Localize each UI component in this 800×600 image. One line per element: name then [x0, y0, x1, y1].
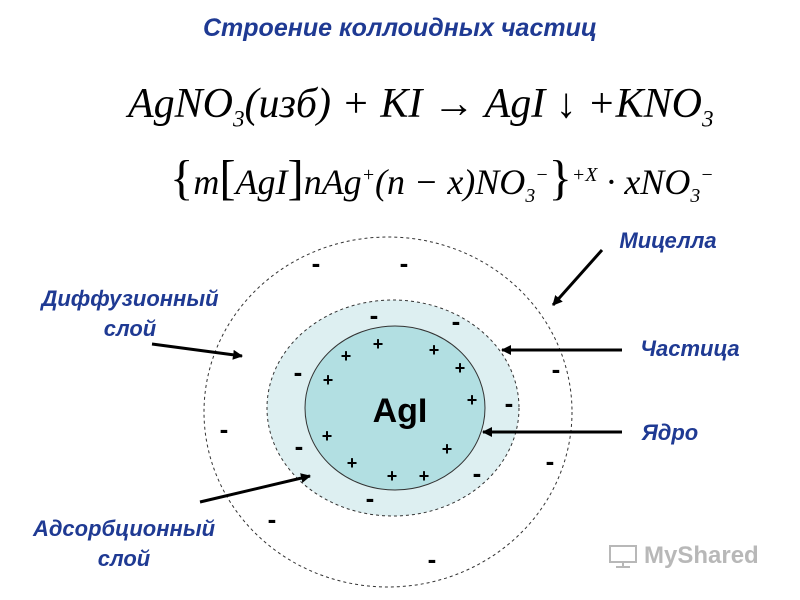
presentation-icon — [609, 545, 637, 568]
slide-title: Строение коллоидных частиц — [203, 14, 597, 42]
diffuse-layer-boundary — [203, 236, 573, 588]
diffuse-minus-ion: - — [312, 248, 321, 278]
eq2-brace-close: } — [548, 151, 572, 205]
ion-layer: +++++++++++-------------- — [220, 248, 561, 574]
adsorption-minus-ion: - — [473, 458, 482, 488]
label-micelle: Мицелла — [619, 228, 717, 253]
core-plus-ion: + — [419, 466, 430, 486]
diffuse-minus-ion: - — [428, 544, 437, 574]
eq1-down-arrow: ↓ — [555, 81, 577, 127]
watermark-logo: MyShared — [608, 542, 759, 570]
diffuse-minus-ion: - — [400, 248, 409, 278]
eq1-left-sub: 3 — [233, 105, 245, 132]
eq2-mid-sup: − — [535, 164, 549, 186]
adsorption-minus-ion: - — [295, 431, 304, 461]
adsorption-minus-ion: - — [294, 357, 303, 387]
eq2-tail: · xNO — [606, 162, 691, 202]
core-plus-ion: + — [322, 426, 333, 446]
eq1-arrow: → — [432, 81, 475, 127]
eq2-n-ag: nAg — [303, 162, 362, 202]
label-particle: Частица — [640, 336, 740, 361]
equation-reaction: AgNO3(изб) + KI → AgI ↓ +KNO3 — [128, 80, 714, 132]
eq2-tail-sup: − — [700, 164, 714, 186]
adsorption-minus-ion: - — [370, 300, 379, 330]
eq2-m: m — [193, 162, 220, 202]
label-adsorb-line2: слой — [97, 546, 151, 571]
eq1-left-tail: (изб) + KI — [244, 81, 423, 127]
eq2-bracket-open: [ — [219, 151, 236, 205]
adsorption-minus-ion: - — [366, 483, 375, 513]
core-plus-ion: + — [467, 390, 478, 410]
eq2-charge-sup: +X — [571, 164, 598, 186]
core-plus-ion: + — [442, 439, 453, 459]
arrow-micelle — [551, 249, 604, 306]
eq1-plus-sub: 3 — [701, 105, 714, 132]
eq2-mid-sub: 3 — [525, 185, 536, 208]
eq1-right: AgI — [484, 81, 546, 127]
label-diffuse-layer: Диффузионный слой — [10, 284, 250, 344]
watermark-text: MyShared — [644, 542, 759, 569]
label-adsorb-line1: Адсорбционный — [32, 516, 216, 541]
label-diffuse-line2: слой — [103, 316, 157, 341]
label-diffuse-line1: Диффузионный — [41, 286, 219, 311]
core-plus-ion: + — [341, 346, 352, 366]
core-plus-ion: + — [387, 466, 398, 486]
eq1-plus: +KNO — [587, 81, 702, 127]
diffuse-minus-ion: - — [268, 504, 277, 534]
eq2-ag-sup: + — [361, 164, 376, 186]
arrow-diffuse — [151, 342, 243, 360]
aggregate-core — [304, 325, 486, 491]
eq2-core: AgI — [235, 162, 288, 202]
label-adsorption-layer: Адсорбционный слой — [4, 514, 244, 574]
diffuse-minus-ion: - — [552, 354, 561, 384]
adsorption-minus-ion: - — [505, 388, 514, 418]
eq1-left: AgNO — [128, 81, 233, 127]
eq2-brace-open: { — [170, 151, 194, 205]
eq2-mid: (n − x)NO — [375, 162, 526, 202]
equation-micelle-formula: {m[AgI]nAg+(n − x)NO3−}+X · xNO3− — [170, 150, 714, 208]
eq2-tail-sub: 3 — [690, 185, 701, 208]
core-label: AgI — [373, 392, 428, 430]
diffuse-minus-ion: - — [546, 446, 555, 476]
label-core: Ядро — [641, 420, 699, 445]
core-plus-ion: + — [373, 334, 384, 354]
diffuse-minus-ion: - — [220, 414, 229, 444]
arrow-adsorption — [199, 473, 311, 504]
core-plus-ion: + — [455, 358, 466, 378]
core-plus-ion: + — [429, 340, 440, 360]
eq2-bracket-close: ] — [287, 151, 304, 205]
core-plus-ion: + — [323, 370, 334, 390]
adsorption-minus-ion: - — [452, 306, 461, 336]
core-plus-ion: + — [347, 453, 358, 473]
